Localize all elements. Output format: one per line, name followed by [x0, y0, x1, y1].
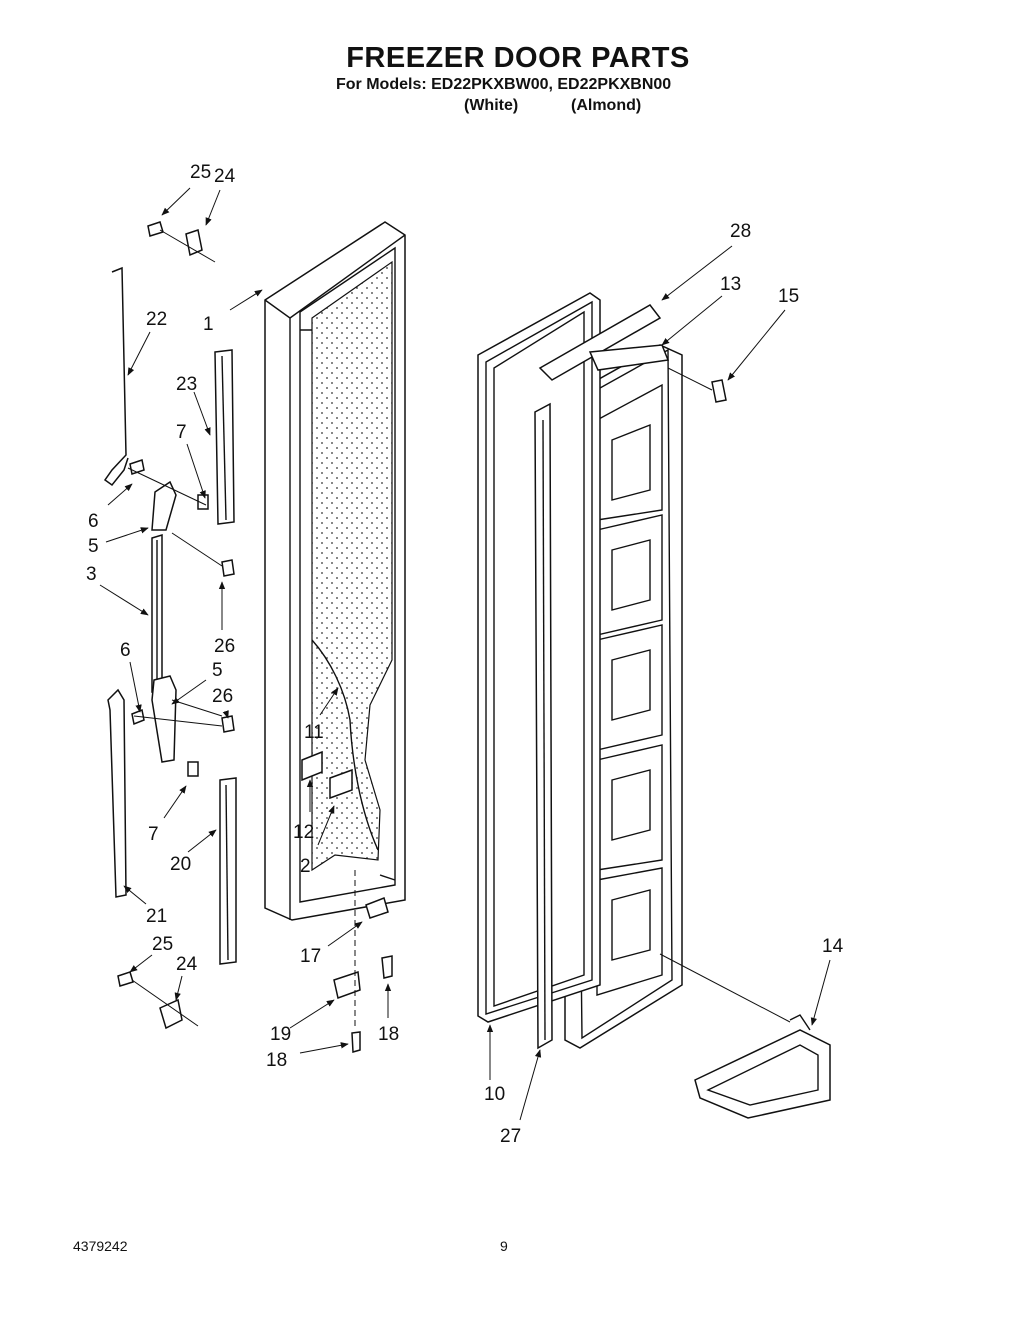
callout-5-lower: 5: [212, 660, 223, 681]
top-trim: [538, 304, 670, 381]
document-number: 4379242: [73, 1238, 128, 1254]
callout-arrows: [99, 187, 831, 1121]
callout-14: 14: [822, 936, 844, 957]
left-hardware: [103, 221, 791, 1053]
callout-18-left: 18: [266, 1050, 287, 1071]
color-white-label: (White): [464, 97, 519, 114]
callout-19: 19: [270, 1024, 291, 1045]
callout-25-bottom: 25: [152, 934, 173, 955]
callout-24-top: 24: [214, 166, 236, 187]
callout-13: 13: [720, 274, 741, 295]
callout-23: 23: [176, 374, 197, 395]
callout-10: 10: [484, 1084, 505, 1105]
door-outer-panel: [264, 221, 406, 921]
callout-24-bottom: 24: [176, 954, 198, 975]
callout-6-top: 6: [88, 511, 99, 532]
callout-12: 12: [293, 822, 314, 843]
callout-20: 20: [170, 854, 191, 875]
callout-28: 28: [730, 221, 751, 242]
model-numbers: For Models: ED22PKXBW00, ED22PKXBN00: [336, 76, 672, 93]
callout-26-lower: 26: [212, 686, 233, 707]
callout-26-top: 26: [214, 636, 235, 657]
callout-17: 17: [300, 946, 321, 967]
color-almond-label: (Almond): [571, 97, 642, 114]
callout-15: 15: [778, 286, 799, 307]
callout-6-lower: 6: [120, 640, 131, 661]
callout-21: 21: [146, 906, 167, 927]
callout-22: 22: [146, 309, 167, 330]
callout-2: 2: [300, 856, 311, 877]
callout-27: 27: [500, 1126, 521, 1147]
callout-3: 3: [86, 564, 97, 585]
door-handle: [694, 1014, 831, 1119]
callout-11: 11: [304, 722, 324, 743]
callout-1: 1: [203, 314, 214, 335]
callout-25-top: 25: [190, 162, 211, 183]
page-number: 9: [500, 1238, 508, 1254]
page-title: FREEZER DOOR PARTS: [346, 42, 690, 74]
breaker-strip: [534, 402, 553, 1050]
callout-7-top: 7: [176, 422, 187, 443]
callout-labels: 25 24 22 1 23 7 6 5 3 26 6 5 26 11 12 2 …: [86, 162, 844, 1147]
callout-18-right: 18: [378, 1024, 399, 1045]
callout-7-lower: 7: [148, 824, 159, 845]
callout-5-top: 5: [88, 536, 99, 557]
